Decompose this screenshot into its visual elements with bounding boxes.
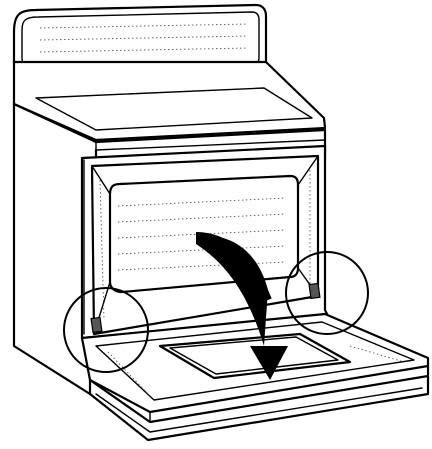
hinge-slot-right xyxy=(309,283,320,298)
hinge-slot-left xyxy=(91,317,102,332)
cooktop xyxy=(14,62,325,150)
